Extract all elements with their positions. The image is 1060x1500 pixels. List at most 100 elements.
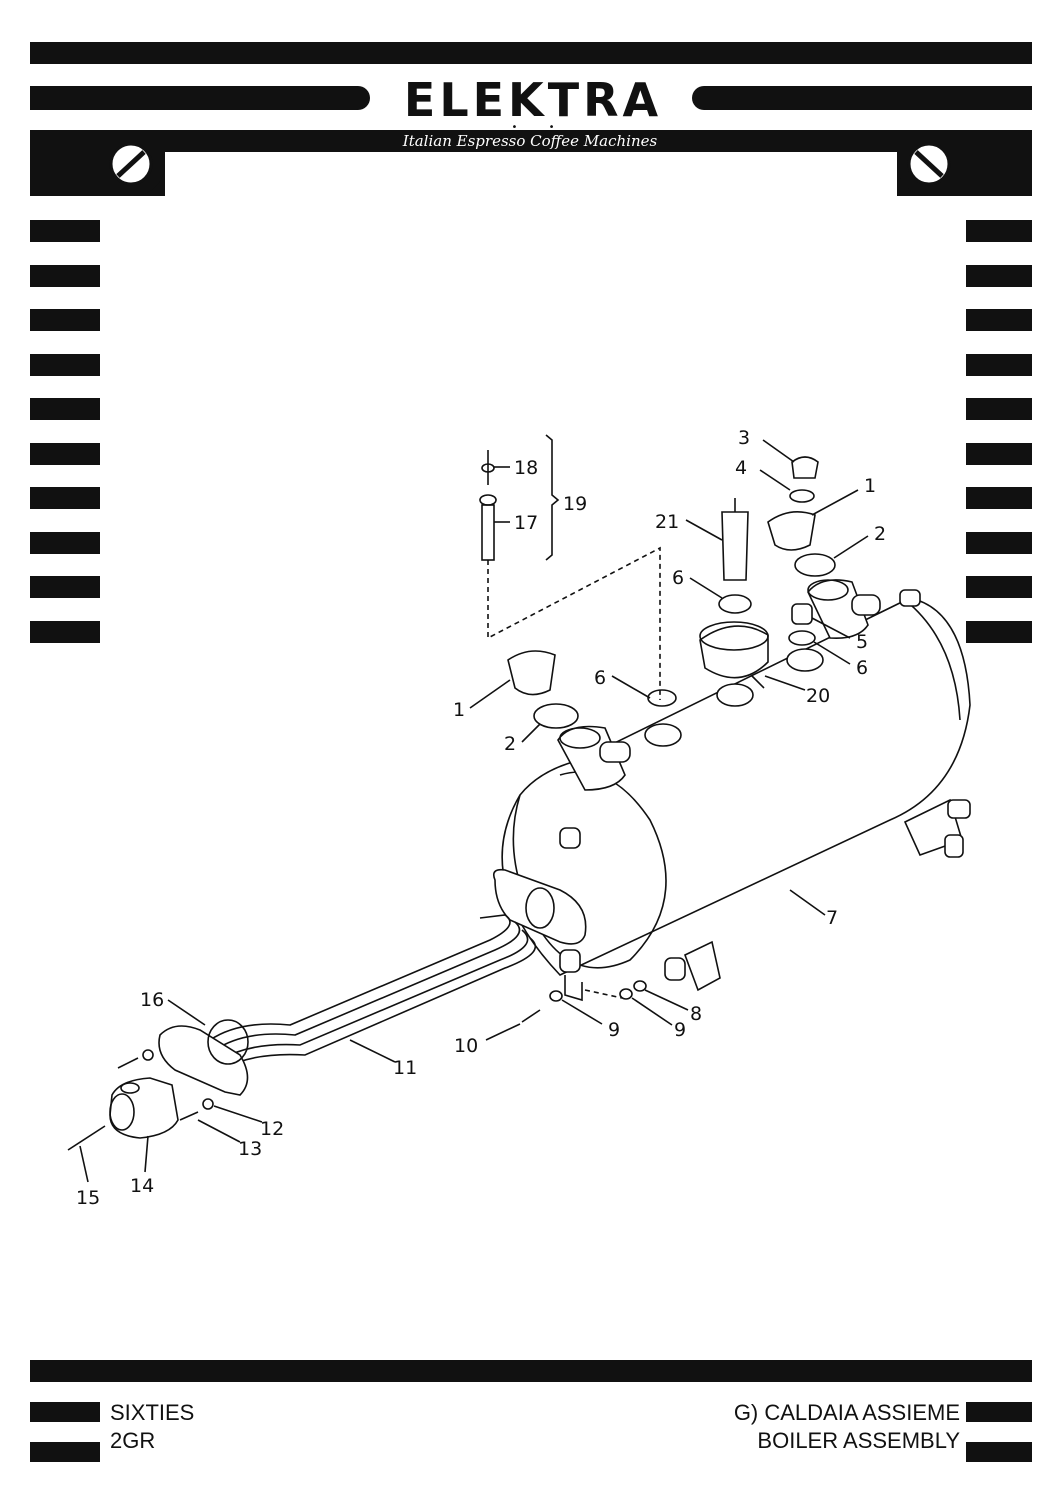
side-stripe <box>30 398 100 420</box>
leader-4 <box>759 469 791 491</box>
leader-13 <box>197 1119 241 1143</box>
washer-9b <box>619 988 633 1000</box>
side-stripe <box>30 487 100 509</box>
callout-5: 5 <box>856 631 868 653</box>
leader-6b <box>611 675 651 699</box>
callout-14: 14 <box>130 1175 154 1197</box>
heater-gasket <box>207 1019 249 1065</box>
footer-right-block-2 <box>966 1442 1032 1462</box>
leader-15 <box>79 1145 89 1183</box>
probe-18-head <box>481 463 495 473</box>
footer-model-line1: SIXTIES <box>110 1400 195 1425</box>
heating-element-2 <box>214 921 521 1051</box>
side-stripe <box>30 309 100 331</box>
callout-3: 3 <box>738 427 750 449</box>
side-fitting-nipple <box>944 834 964 858</box>
leader-7 <box>789 889 826 916</box>
side-stripe <box>966 309 1032 331</box>
callout-9a: 9 <box>608 1019 620 1041</box>
long-screw <box>67 1125 106 1151</box>
callout-20: 20 <box>806 685 830 707</box>
callout-15: 15 <box>76 1187 100 1209</box>
washer-4 <box>789 489 815 503</box>
cup-20 <box>699 625 769 679</box>
leader-2a <box>833 535 869 559</box>
side-stripe <box>30 264 100 287</box>
side-fitting-top <box>947 799 971 819</box>
oring-2-upper <box>794 553 836 577</box>
side-stripe <box>966 220 1032 242</box>
boiler-seam <box>904 599 961 721</box>
leader-5 <box>811 617 851 639</box>
heating-element-4 <box>224 937 536 1069</box>
leader-3 <box>762 439 795 463</box>
side-stripe <box>966 353 1032 376</box>
guide-line-probe <box>487 546 661 700</box>
port-1 <box>644 723 682 747</box>
screw-heater <box>117 1057 139 1069</box>
leader-10 <box>485 1023 521 1041</box>
fitting-top-stub <box>899 589 921 607</box>
leader-1b <box>469 679 511 709</box>
bottom-nipple-2 <box>664 957 686 981</box>
washer-9a <box>549 990 563 1002</box>
callout-6b: 6 <box>594 667 606 689</box>
washer-12 <box>202 1098 214 1110</box>
screw-head-icon <box>109 142 153 186</box>
gasket-6c <box>788 630 816 646</box>
bottom-fitting <box>683 940 721 992</box>
cup-20-pin <box>751 675 765 689</box>
side-stripe <box>30 531 100 554</box>
side-stripe <box>30 353 100 376</box>
footer-section-line1: G) CALDAIA ASSIEME <box>733 1400 960 1425</box>
heater-plate <box>158 1025 249 1096</box>
screw-13 <box>179 1111 199 1121</box>
leader-20 <box>764 675 806 691</box>
callout-7: 7 <box>826 907 838 929</box>
heater-flange <box>492 868 587 945</box>
side-nipple <box>559 827 581 849</box>
side-stripe <box>966 576 1032 598</box>
port-2 <box>716 683 754 707</box>
footer-left-block-2 <box>30 1442 100 1462</box>
brand-logo: ELEKTRA <box>403 73 663 127</box>
leader-14 <box>144 1135 149 1173</box>
leader-9a <box>561 999 603 1025</box>
footer-bar <box>30 1360 1032 1382</box>
side-stripe <box>966 264 1032 287</box>
screw-10 <box>521 1009 541 1023</box>
side-stripe <box>966 620 1032 643</box>
terminal-cover-knob <box>120 1082 140 1094</box>
callout-10: 10 <box>454 1035 478 1057</box>
diagram-lines <box>67 434 971 1183</box>
gasket-6a <box>718 594 752 614</box>
callout-4: 4 <box>735 457 747 479</box>
callout-21: 21 <box>655 511 679 533</box>
cap-1-lower <box>507 650 556 696</box>
guide-line-bracket <box>584 989 623 999</box>
fitting-right <box>807 579 869 640</box>
screw-head-icon <box>907 142 951 186</box>
footer-left-block-1 <box>30 1402 100 1422</box>
heating-element <box>209 914 511 1041</box>
callout-8: 8 <box>690 1003 702 1025</box>
brace-19 <box>545 434 560 561</box>
fitting-left-bore <box>559 727 601 749</box>
side-stripe <box>966 487 1032 509</box>
leader-6a <box>689 577 723 599</box>
callout-1b: 1 <box>453 699 465 721</box>
side-stripe <box>966 442 1032 465</box>
callout-6a: 6 <box>672 567 684 589</box>
callout-11: 11 <box>393 1057 417 1079</box>
leader-1a <box>811 489 859 516</box>
leader-6c <box>813 641 851 665</box>
brand-tagline: Italian Espresso Coffee Machines <box>370 130 690 152</box>
leader-21 <box>685 519 723 541</box>
port-3 <box>786 648 824 672</box>
frame-top-bar <box>30 42 1032 64</box>
callout-1a: 1 <box>864 475 876 497</box>
footer-right-block-1 <box>966 1402 1032 1422</box>
gasket-6b <box>647 689 677 707</box>
nipple-5 <box>791 603 813 625</box>
